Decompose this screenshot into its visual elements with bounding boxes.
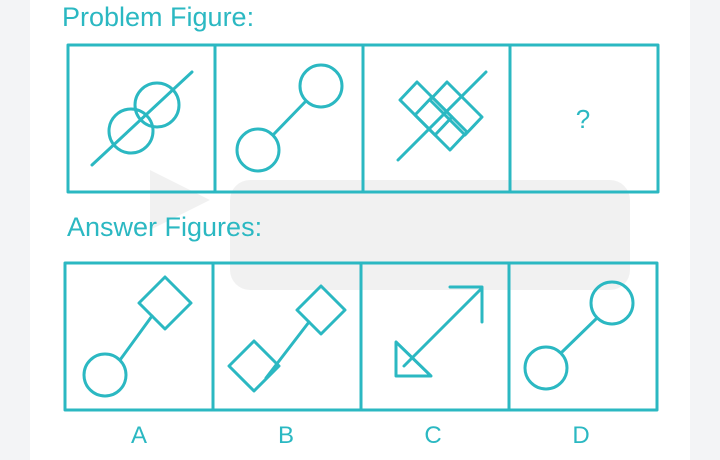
answer-figures-heading: Answer Figures: (67, 212, 263, 242)
problem-figure-heading: Problem Figure: (62, 2, 255, 32)
answer-figure-a[interactable] (82, 275, 193, 398)
problem-figure-2 (235, 63, 344, 173)
missing-figure-question-mark: ? (576, 104, 590, 134)
problem-figure-3 (396, 70, 488, 162)
problem-figure-1 (90, 70, 194, 167)
option-label-d[interactable]: D (572, 422, 590, 449)
option-label-a[interactable]: A (130, 422, 147, 449)
answer-figure-b[interactable] (227, 284, 347, 393)
answer-figure-c[interactable] (394, 285, 484, 378)
option-label-b[interactable]: B (277, 422, 294, 449)
option-label-c[interactable]: C (424, 422, 442, 449)
answer-figure-d[interactable] (523, 280, 635, 391)
